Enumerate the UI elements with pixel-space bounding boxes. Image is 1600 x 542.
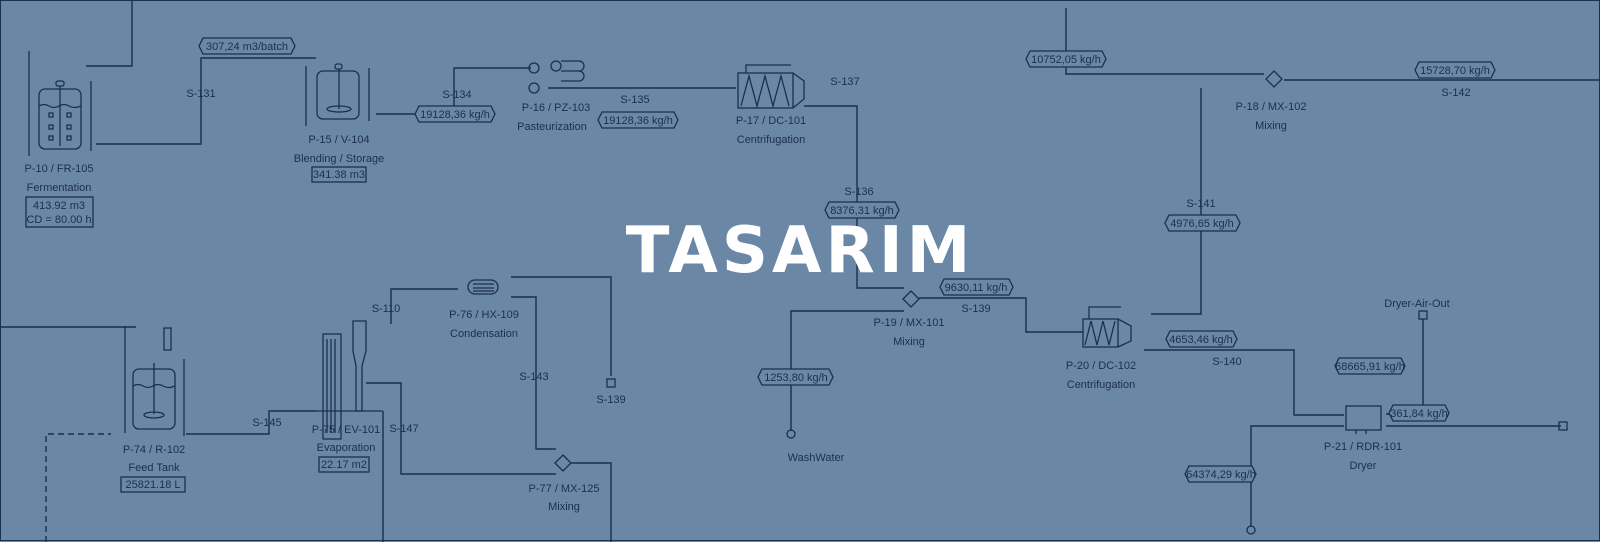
flow-tag: 4976,65 kg/h (1170, 218, 1234, 230)
stream-label: S-142 (1441, 87, 1470, 99)
flow-tag: 19128,36 kg/h (603, 115, 673, 127)
stream-label: S-139 (961, 303, 990, 315)
stream-label: S-139 (596, 394, 625, 406)
stream-label: S-147 (389, 423, 418, 435)
equipment-id: P-10 / FR-105 (24, 163, 93, 175)
equipment-name: Mixing (548, 501, 580, 513)
equipment-name: Blending / Storage (294, 153, 385, 165)
stream-label: S-137 (830, 76, 859, 88)
flow-tag: 68665,91 kg/h (1335, 361, 1405, 373)
equipment-name: Mixing (893, 336, 925, 348)
stream-label: S-135 (620, 94, 649, 106)
blending-tank-p15[interactable] (305, 63, 370, 126)
stream-label: S-141 (1186, 198, 1215, 210)
equipment-name: Fermentation (27, 182, 92, 194)
flow-tag: 10752,05 kg/h (1031, 54, 1101, 66)
fermenter-p10[interactable] (28, 51, 92, 156)
equipment-name: Pasteurization (517, 121, 587, 133)
equipment-name: Dryer (1350, 460, 1377, 472)
flow-tag: 15728,70 kg/h (1420, 65, 1490, 77)
equipment-labels: P-10 / FR-105 Fermentation 413.92 m3 CD … (24, 101, 1402, 513)
equipment-id: P-77 / MX-125 (529, 483, 600, 495)
equipment-id: P-76 / HX-109 (449, 309, 519, 321)
equipment-value: 25821.18 L (125, 479, 180, 491)
equipment-id: P-18 / MX-102 (1236, 101, 1307, 113)
equipment-name: Mixing (1255, 120, 1287, 132)
stream-label: S-134 (442, 89, 471, 101)
equipment-id: P-20 / DC-102 (1066, 360, 1136, 372)
dryer-p21[interactable] (1345, 405, 1382, 434)
equipment-name: Centrifugation (737, 134, 806, 146)
equipment-id: P-15 / V-104 (308, 134, 369, 146)
centrifuge-p20[interactable] (1082, 306, 1132, 348)
mixer-p18[interactable] (1265, 70, 1283, 88)
condenser-p76[interactable] (467, 279, 499, 295)
equipment-id: P-75 / EV-101 (312, 424, 381, 436)
sink-label: Dryer-Air-Out (1384, 298, 1449, 310)
watermark-title: TASARIM (625, 214, 975, 288)
equipment-id: P-21 / RDR-101 (1324, 441, 1402, 453)
flow-tag: 1253,80 kg/h (764, 372, 828, 384)
stream-label: S-140 (1212, 356, 1241, 368)
equipment-id: P-74 / R-102 (123, 444, 185, 456)
source-label: WashWater (788, 452, 845, 464)
flow-tag: 64374,29 kg/h (1186, 469, 1256, 481)
evaporator-p75[interactable] (316, 320, 383, 440)
mixer-p19[interactable] (902, 290, 920, 308)
terminals (606, 310, 1568, 535)
equipment-value: 341.38 m3 (313, 169, 365, 181)
pasteurizer-p16[interactable] (528, 60, 585, 94)
equipment-value: CD = 80.00 h (26, 214, 91, 226)
feed-tank-p74[interactable] (124, 326, 185, 436)
equipment-name: Feed Tank (128, 462, 180, 474)
flow-tag: 9630,11 kg/h (945, 282, 1008, 294)
flow-tags: 307,24 m3/batch 19128,36 kg/h 19128,36 k… (198, 37, 1496, 483)
mixer-p77[interactable] (554, 454, 572, 472)
stream-labels: S-131 S-134 S-135 S-137 S-136 S-142 S-14… (186, 76, 1470, 464)
stream-label: S-110 (372, 303, 401, 315)
equipment-id: P-19 / MX-101 (874, 317, 945, 329)
centrifuge-p17[interactable] (737, 64, 805, 109)
equipment-name: Centrifugation (1067, 379, 1136, 391)
flow-tag: 19128,36 kg/h (420, 109, 490, 121)
equipment-value: 22.17 m2 (321, 459, 367, 471)
equipment-name: Condensation (450, 328, 518, 340)
flow-tag: 361,84 kg/h (1390, 408, 1448, 420)
equipment-id: P-16 / PZ-103 (522, 102, 590, 114)
equipment-id: P-17 / DC-101 (736, 115, 806, 127)
flow-tag: 8376,31 kg/h (830, 205, 894, 217)
stream-label: S-136 (844, 186, 873, 198)
flow-tag: 307,24 m3/batch (206, 41, 288, 53)
stream-label: S-143 (519, 371, 548, 383)
equipment-name: Evaporation (317, 442, 376, 454)
equipment-value: 413.92 m3 (33, 200, 85, 212)
stream-label: S-145 (252, 417, 281, 429)
stream-label: S-131 (186, 88, 215, 100)
flow-tag: 4653,46 kg/h (1169, 334, 1233, 346)
